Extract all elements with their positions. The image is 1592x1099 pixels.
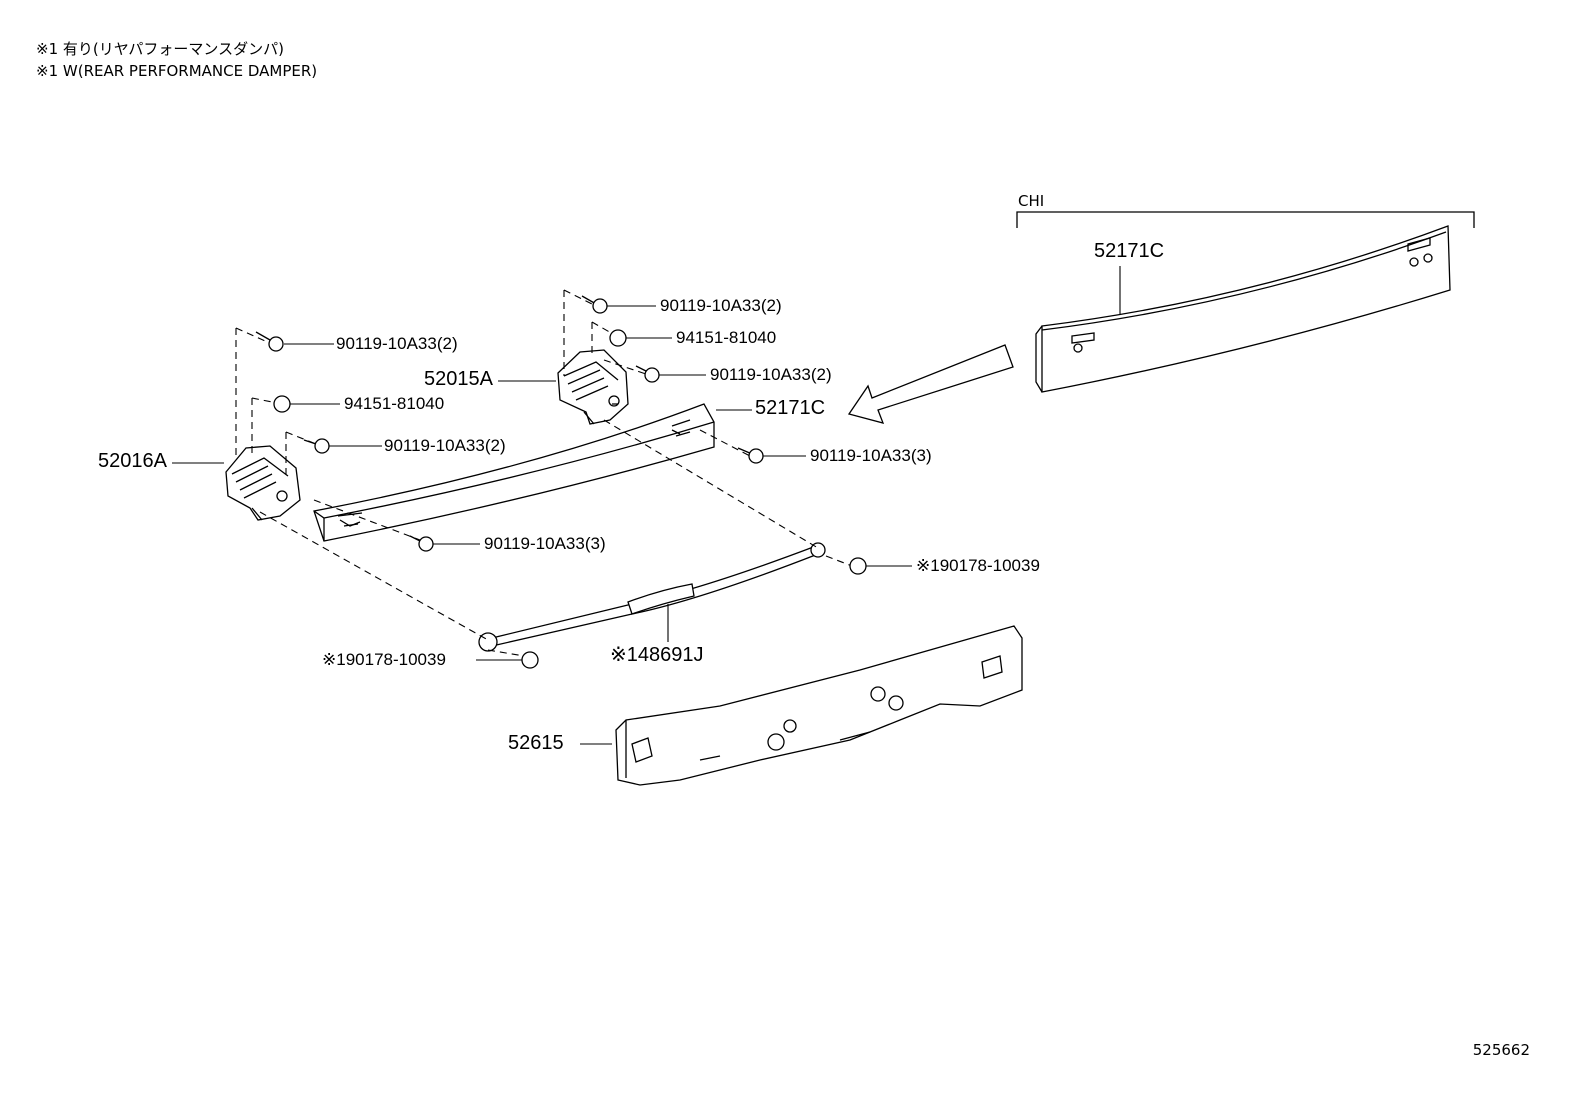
variant-label-chi: CHI bbox=[1018, 192, 1045, 210]
direction-arrow bbox=[847, 344, 1014, 424]
bolt-l-low bbox=[409, 535, 434, 552]
label-bolt-r-mid: 90119-10A33(2) bbox=[710, 365, 832, 384]
note-japanese: ※1 有り(リヤパフォーマンスダンパ) bbox=[36, 40, 284, 58]
label-bolt-r-top: 90119-10A33(2) bbox=[660, 296, 782, 315]
note-english: ※1 W(REAR PERFORMANCE DAMPER) bbox=[36, 62, 318, 80]
bolt-l-mid bbox=[303, 438, 330, 454]
label-absorber: 52615 bbox=[508, 732, 564, 754]
nut-l bbox=[273, 395, 291, 413]
nut-damper-l bbox=[521, 651, 539, 669]
nut-damper-r bbox=[849, 557, 867, 575]
reinforcement-shape bbox=[313, 403, 715, 542]
label-nut-damper-l: ※190178-10039 bbox=[322, 650, 446, 669]
label-reinforcement-chi: 52171C bbox=[1094, 240, 1165, 262]
label-bracket-left: 52016A bbox=[98, 450, 167, 472]
label-bolt-r-low: 90119-10A33(3) bbox=[810, 446, 932, 465]
chi-bracket-line bbox=[1016, 211, 1475, 228]
label-nut-damper-r: ※190178-10039 bbox=[916, 556, 1040, 575]
label-nut-r: 94151-81040 bbox=[676, 328, 777, 347]
bolt-r-mid bbox=[635, 365, 660, 383]
illustration-number: 525662 bbox=[1472, 1041, 1530, 1059]
label-bolt-l-low: 90119-10A33(3) bbox=[484, 534, 606, 553]
label-bracket-right: 52015A bbox=[424, 368, 493, 390]
nut-r bbox=[609, 329, 627, 347]
bracket-left-shape bbox=[225, 445, 301, 521]
label-reinforcement: 52171C bbox=[755, 397, 826, 419]
bolt-l-top bbox=[255, 331, 284, 352]
bolt-r-top bbox=[581, 295, 608, 314]
reinforcement-chi-shape bbox=[1035, 225, 1451, 393]
label-nut-l: 94151-81040 bbox=[344, 394, 445, 413]
label-bolt-l-mid: 90119-10A33(2) bbox=[384, 436, 506, 455]
bolt-r-low bbox=[737, 447, 764, 464]
bracket-right-shape bbox=[557, 349, 629, 425]
damper-shape bbox=[478, 542, 826, 652]
label-damper: ※148691J bbox=[610, 644, 704, 666]
absorber-shape bbox=[615, 625, 1023, 786]
label-bolt-l-top: 90119-10A33(2) bbox=[336, 334, 458, 353]
